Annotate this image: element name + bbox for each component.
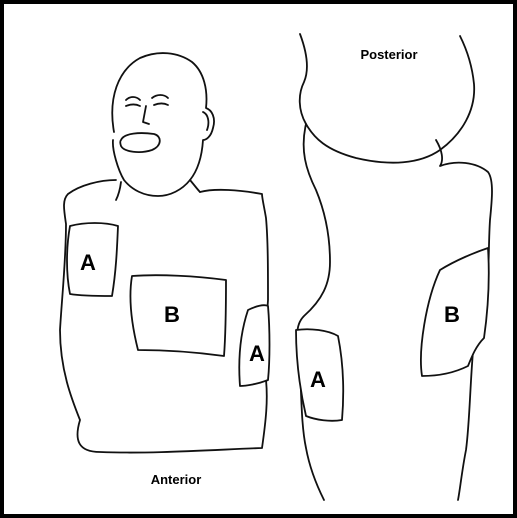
posterior-head-outline xyxy=(298,33,476,164)
nose xyxy=(142,105,150,125)
right-eye xyxy=(151,94,169,99)
posterior-view-label: Posterior xyxy=(360,47,417,62)
side-contour-outline xyxy=(296,123,331,501)
pad-anterior-left-side xyxy=(238,304,271,387)
anterior-figure xyxy=(59,52,269,454)
pad-anterior-center-chest xyxy=(129,274,227,357)
right-eye-lower xyxy=(153,102,169,106)
anterior-head-outline xyxy=(111,52,215,197)
pad-letter-lateral-side: A xyxy=(310,367,326,392)
pad-letter-posterior-back: B xyxy=(444,302,460,327)
left-eye-lower xyxy=(125,103,141,107)
mouth xyxy=(119,132,161,153)
anterior-pads: A B A xyxy=(66,222,271,387)
neck-line-right xyxy=(189,179,201,193)
posterior-pads: A B xyxy=(295,247,490,422)
left-eye xyxy=(125,96,141,101)
posterior-figure xyxy=(296,33,493,501)
pad-anterior-right-chest xyxy=(66,222,119,297)
pad-letter-anterior-right-chest: A xyxy=(80,250,96,275)
ear-outline xyxy=(202,111,210,131)
pad-letter-anterior-left-side: A xyxy=(249,341,265,366)
neck-line-left xyxy=(115,181,122,201)
pad-posterior-back xyxy=(420,247,490,377)
lower-back-outline xyxy=(457,339,475,501)
pad-lateral-side xyxy=(295,328,345,422)
pad-letter-anterior-center-chest: B xyxy=(164,302,180,327)
anterior-torso-outline xyxy=(59,179,269,454)
anterior-view-label: Anterior xyxy=(151,472,202,487)
